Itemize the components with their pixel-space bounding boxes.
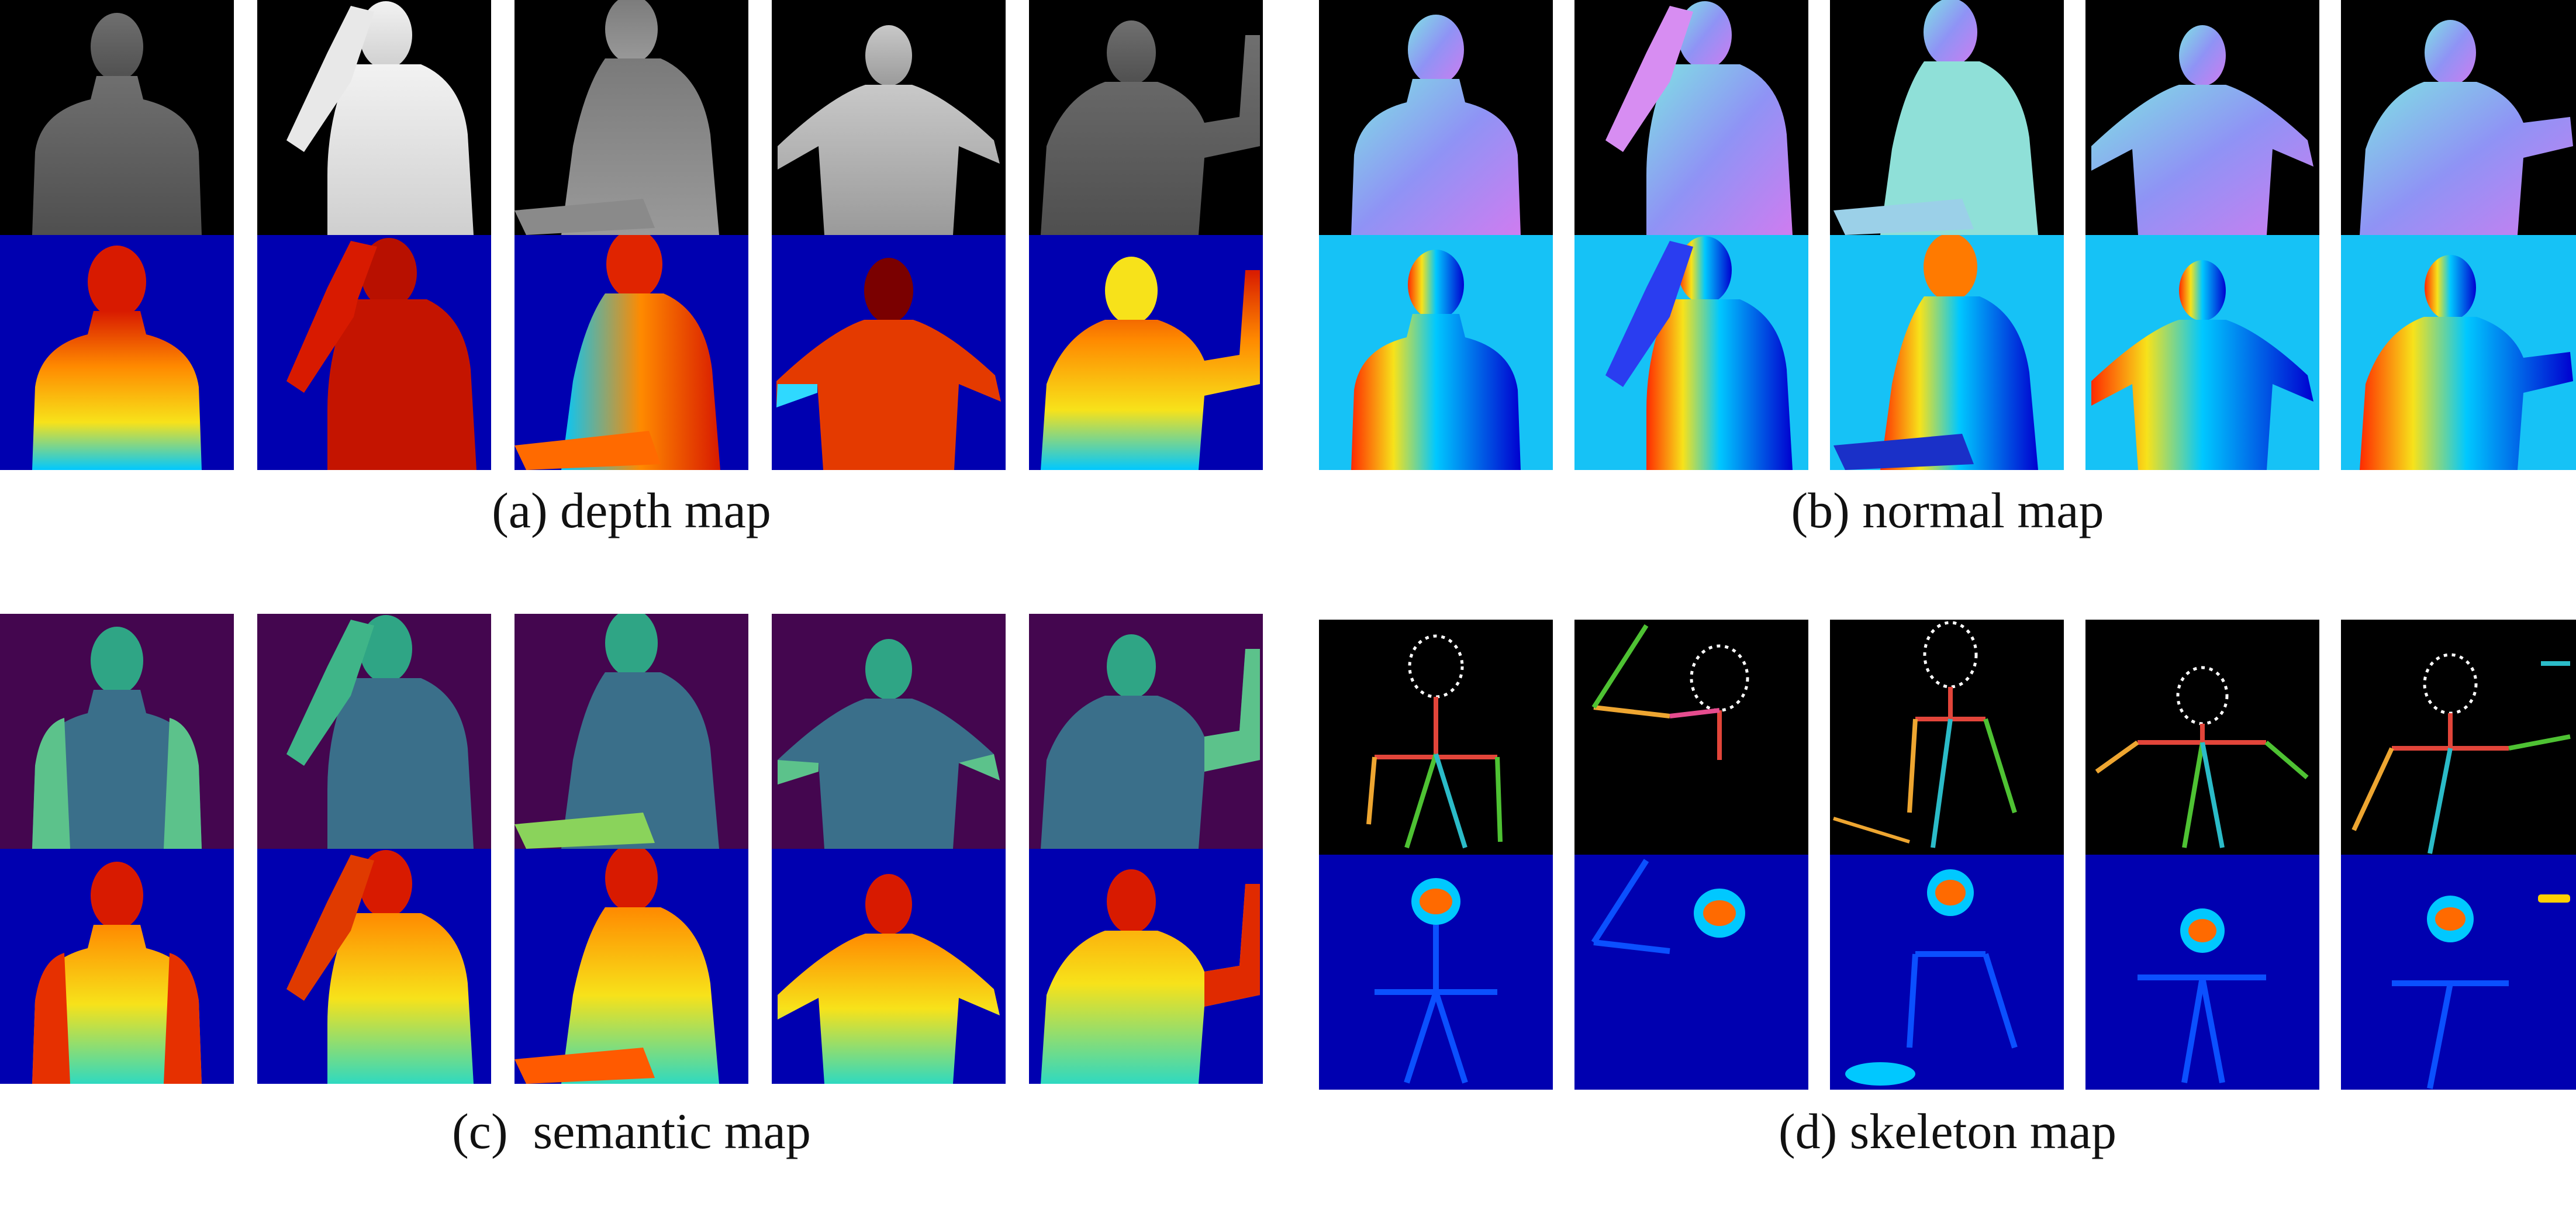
- semantic-jet-images: [0, 849, 1263, 1084]
- semantic-jet-row: [0, 849, 1263, 1084]
- depth-jet-images: [0, 235, 1263, 470]
- skeleton-color-row: [1319, 620, 2576, 855]
- panel-skeleton-map: (d) skeleton map: [1319, 620, 2576, 1206]
- normal-jet-images: [1319, 235, 2576, 470]
- skeleton-jet-row: [1319, 855, 2576, 1090]
- caption-depth-map: (a) depth map: [492, 482, 771, 538]
- depth-grayscale-images: [0, 0, 1263, 235]
- normal-rgb-images: [1319, 0, 2576, 235]
- semantic-color-images: [0, 614, 1263, 849]
- semantic-color-row: [0, 614, 1263, 849]
- depth-grayscale-row: [0, 0, 1263, 235]
- skeleton-jet-images: [1319, 855, 2576, 1090]
- panel-semantic-map: (c) semantic map: [0, 614, 1263, 1206]
- normal-rgb-row: [1319, 0, 2576, 235]
- caption-semantic-map: (c) semantic map: [452, 1103, 811, 1159]
- normal-jet-row: [1319, 235, 2576, 470]
- skeleton-color-images: [1319, 620, 2576, 855]
- depth-jet-row: [0, 235, 1263, 470]
- panel-normal-map: (b) normal map: [1319, 0, 2576, 544]
- caption-skeleton-map: (d) skeleton map: [1779, 1103, 2116, 1159]
- panel-depth-map: (a) depth map: [0, 0, 1263, 544]
- caption-normal-map: (b) normal map: [1791, 482, 2104, 538]
